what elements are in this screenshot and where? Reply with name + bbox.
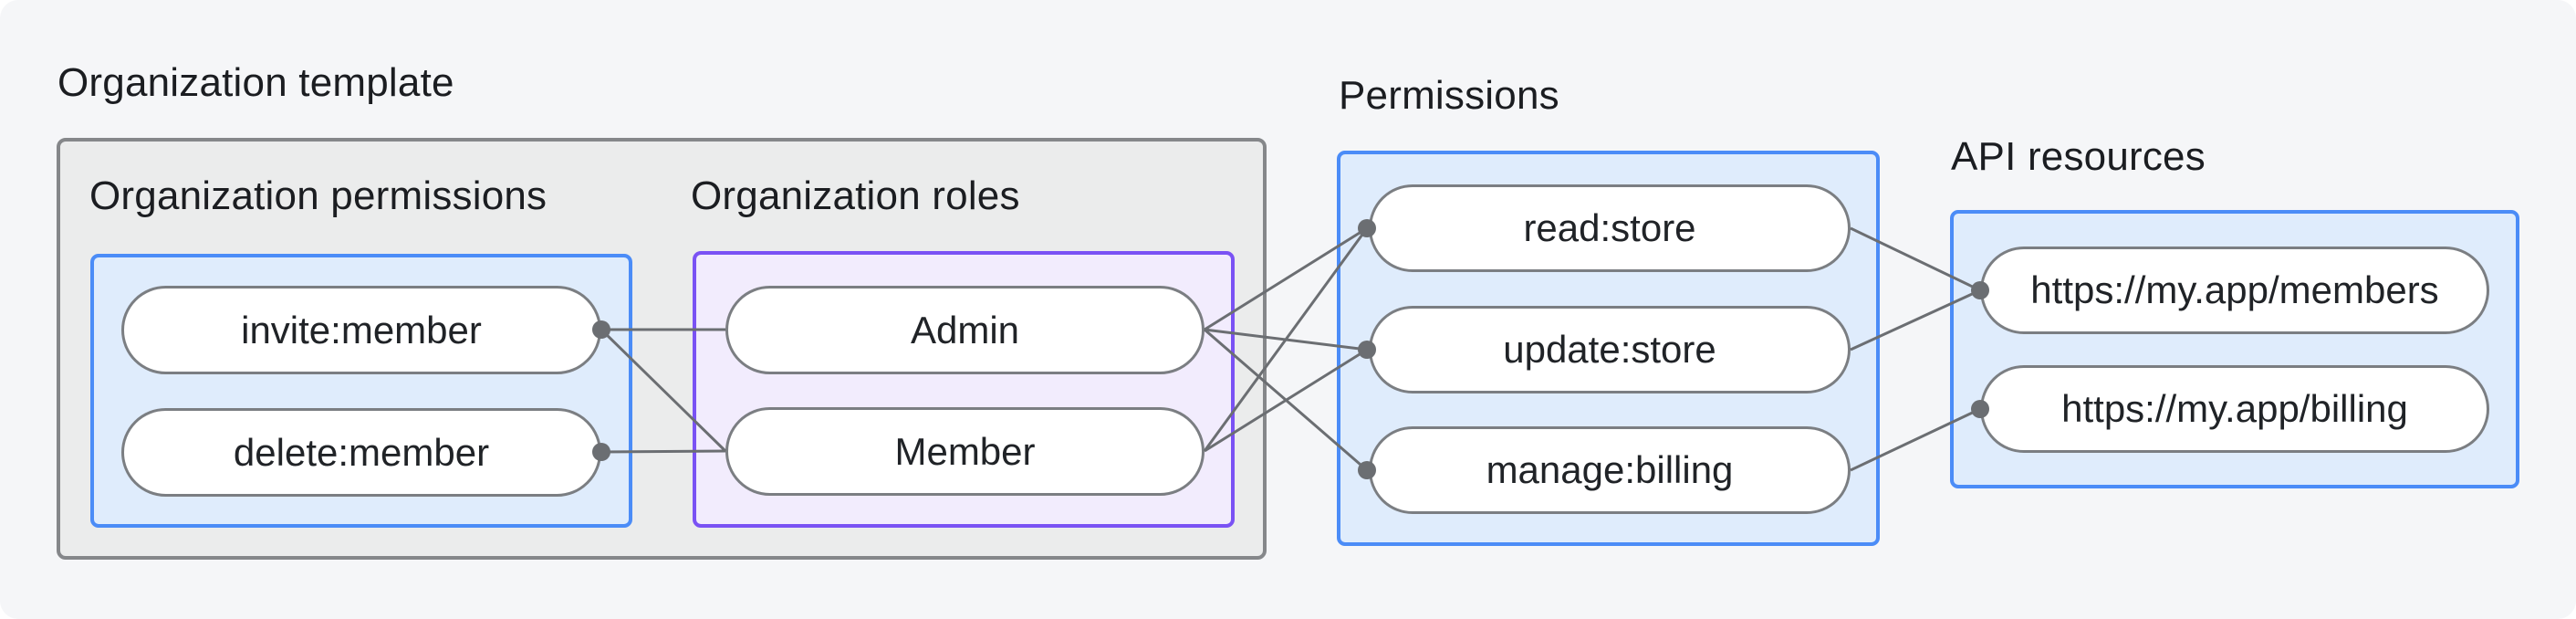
node-manage-billing: manage:billing xyxy=(1369,426,1851,514)
node-delete-member: delete:member xyxy=(121,408,601,497)
node-read-store: read:store xyxy=(1369,184,1851,272)
org-roles-label: Organization roles xyxy=(691,173,1020,218)
node-update-store: update:store xyxy=(1369,306,1851,393)
node-api-members: https://my.app/members xyxy=(1980,247,2489,334)
permissions-title: Permissions xyxy=(1339,73,1559,118)
org-template-title: Organization template xyxy=(57,60,454,105)
org-permissions-label: Organization permissions xyxy=(89,173,548,218)
node-member: Member xyxy=(725,407,1205,496)
node-invite-member: invite:member xyxy=(121,286,601,374)
node-api-billing: https://my.app/billing xyxy=(1980,365,2489,453)
node-admin: Admin xyxy=(725,286,1205,374)
api-resources-title: API resources xyxy=(1951,134,2206,179)
